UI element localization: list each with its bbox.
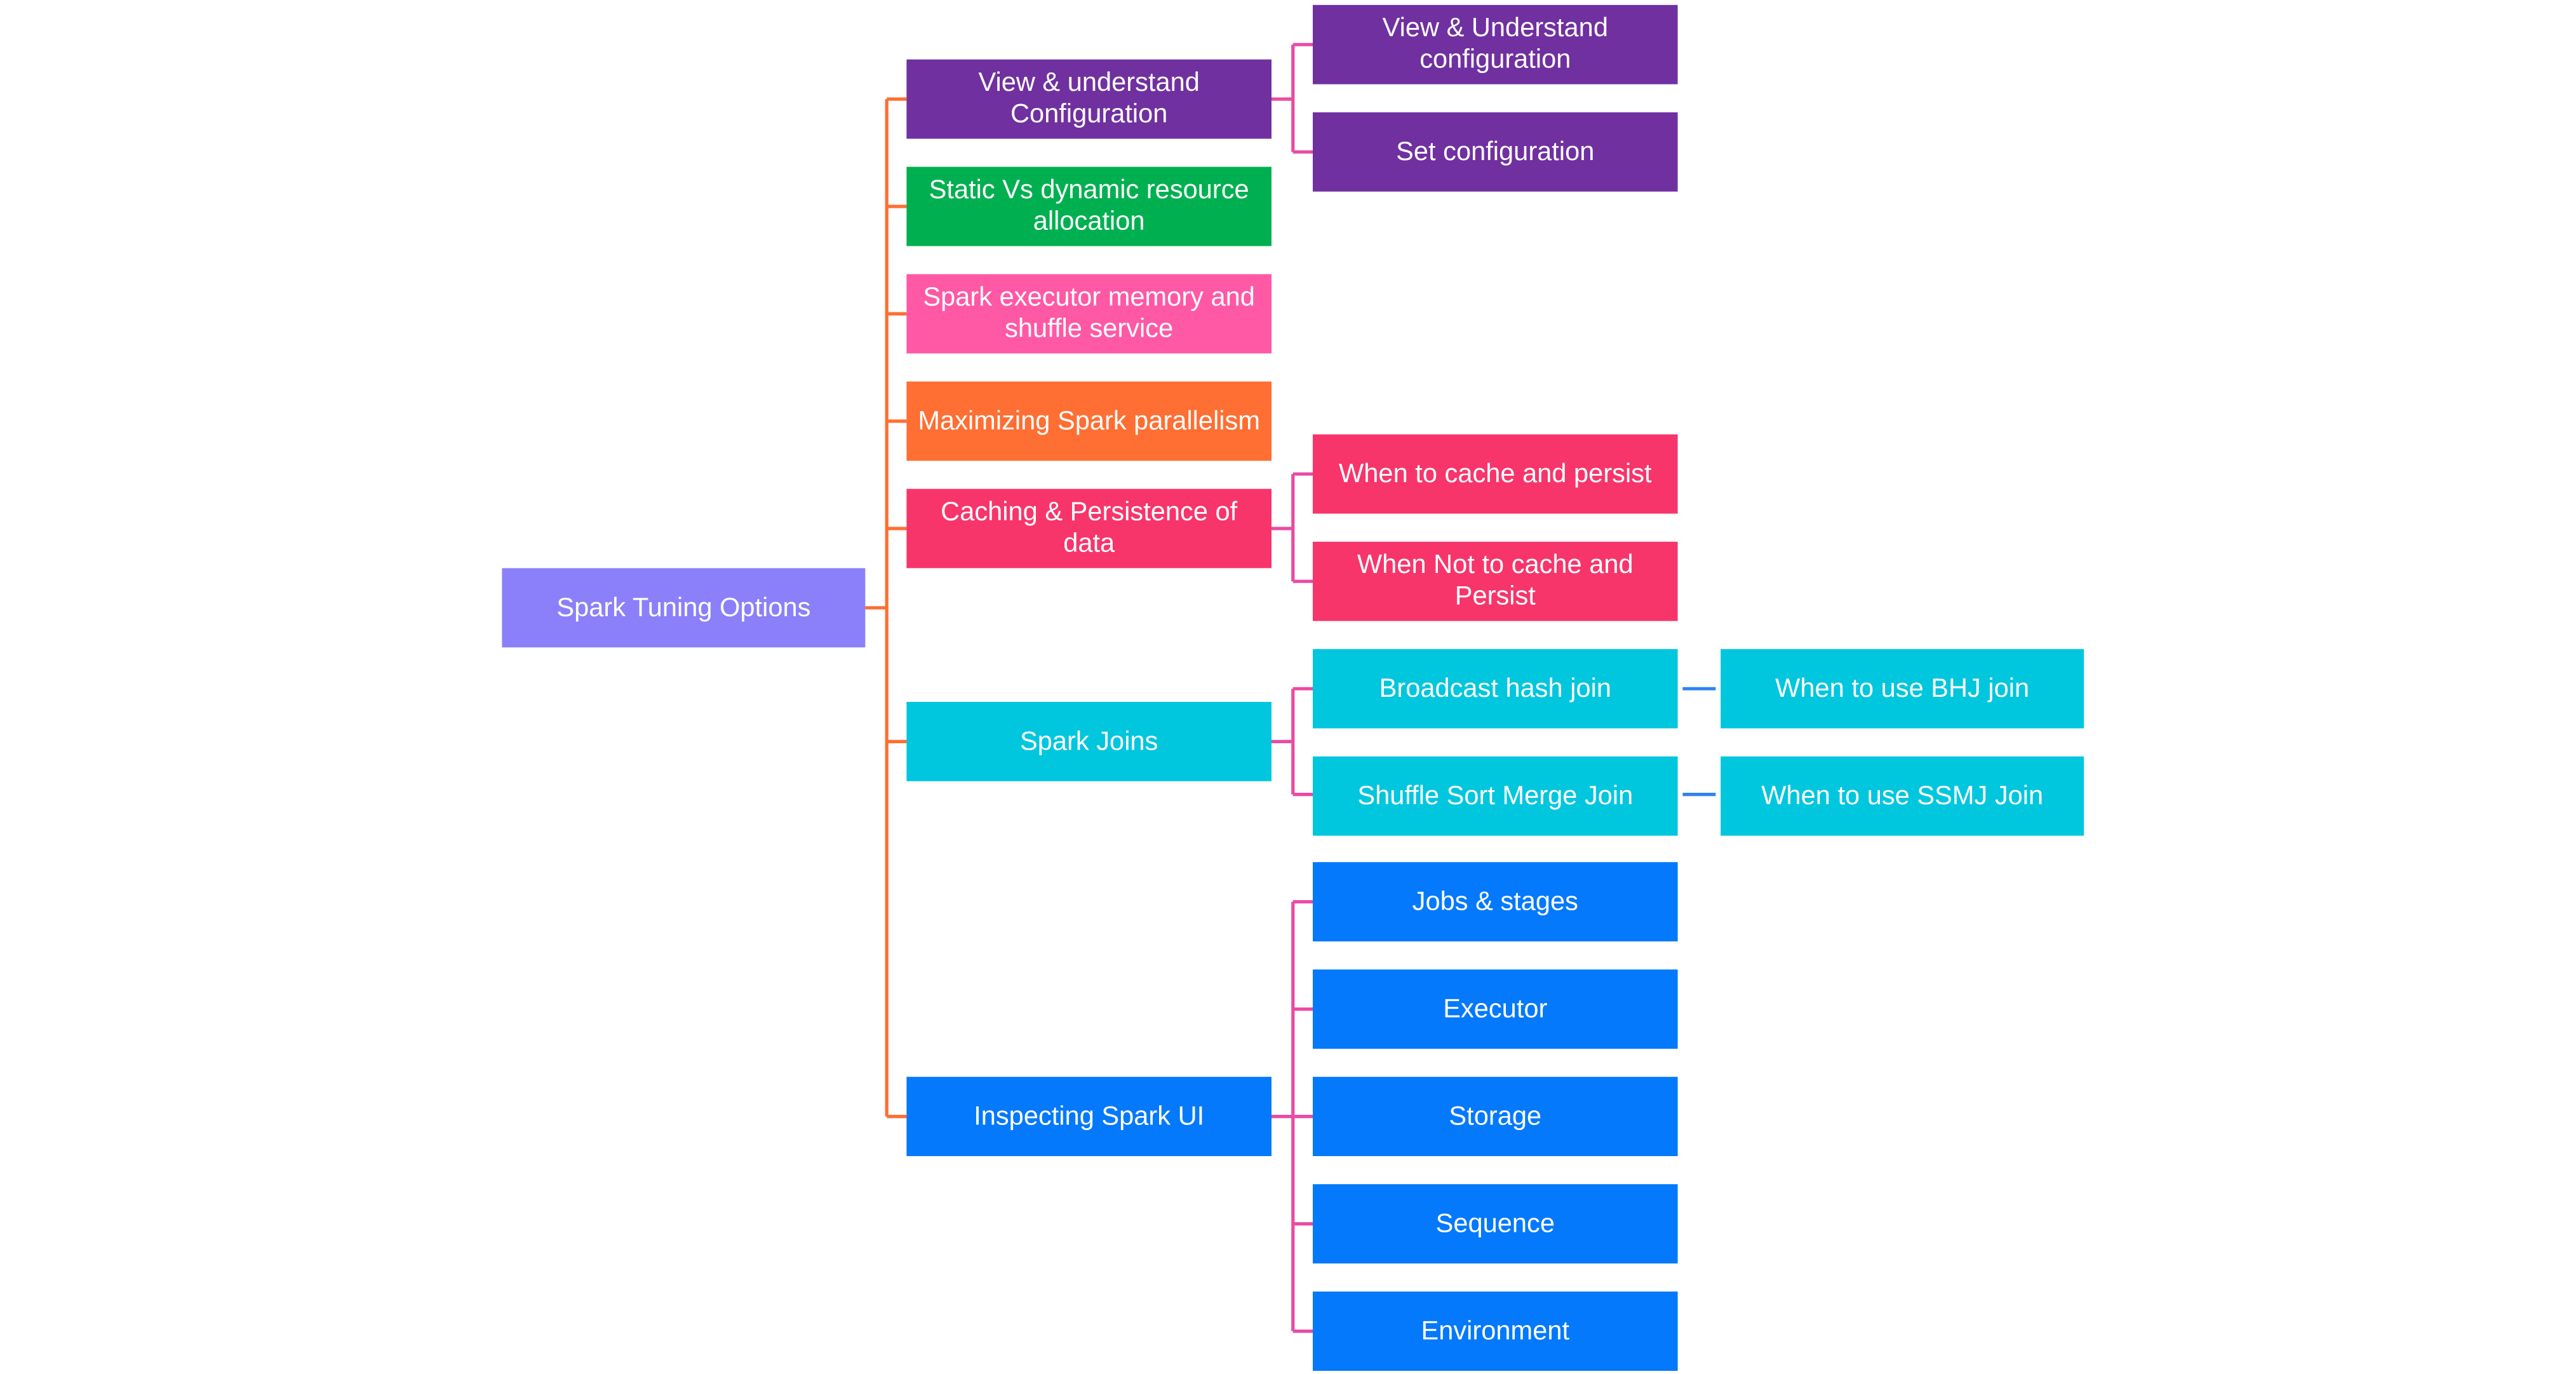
node-view-understand-configuration-child: View & Understand configuration	[1313, 4, 1678, 84]
node-broadcast-hash-join: Broadcast hash join	[1313, 649, 1678, 729]
node-when-not-to-cache-and-persist: When Not to cache and Persist	[1313, 541, 1678, 621]
node-set-configuration: Set configuration	[1313, 112, 1678, 192]
node-jobs-stages: Jobs & stages	[1313, 862, 1678, 941]
node-static-vs-dynamic-resource-allocation: Static Vs dynamic resource allocation	[906, 166, 1271, 246]
node-spark-executor-memory-shuffle-service: Spark executor memory and shuffle servic…	[906, 274, 1271, 354]
node-executor: Executor	[1313, 969, 1678, 1049]
node-when-to-use-bhj-join: When to use BHJ join	[1721, 649, 2084, 729]
node-sequence: Sequence	[1313, 1184, 1678, 1263]
node-shuffle-sort-merge-join: Shuffle Sort Merge Join	[1313, 756, 1678, 836]
node-storage: Storage	[1313, 1077, 1678, 1156]
node-maximizing-spark-parallelism: Maximizing Spark parallelism	[906, 381, 1271, 461]
node-caching-persistence-of-data: Caching & Persistence of data	[906, 488, 1271, 569]
node-inspecting-spark-ui: Inspecting Spark UI	[906, 1077, 1271, 1156]
node-when-to-use-ssmj-join: When to use SSMJ Join	[1721, 756, 2084, 836]
node-when-to-cache-and-persist: When to cache and persist	[1313, 434, 1678, 514]
node-view-understand-configuration: View & understand Configuration	[906, 59, 1271, 139]
root-node-spark-tuning-options: Spark Tuning Options	[502, 568, 866, 648]
node-environment: Environment	[1313, 1291, 1678, 1371]
node-spark-joins: Spark Joins	[906, 702, 1271, 781]
